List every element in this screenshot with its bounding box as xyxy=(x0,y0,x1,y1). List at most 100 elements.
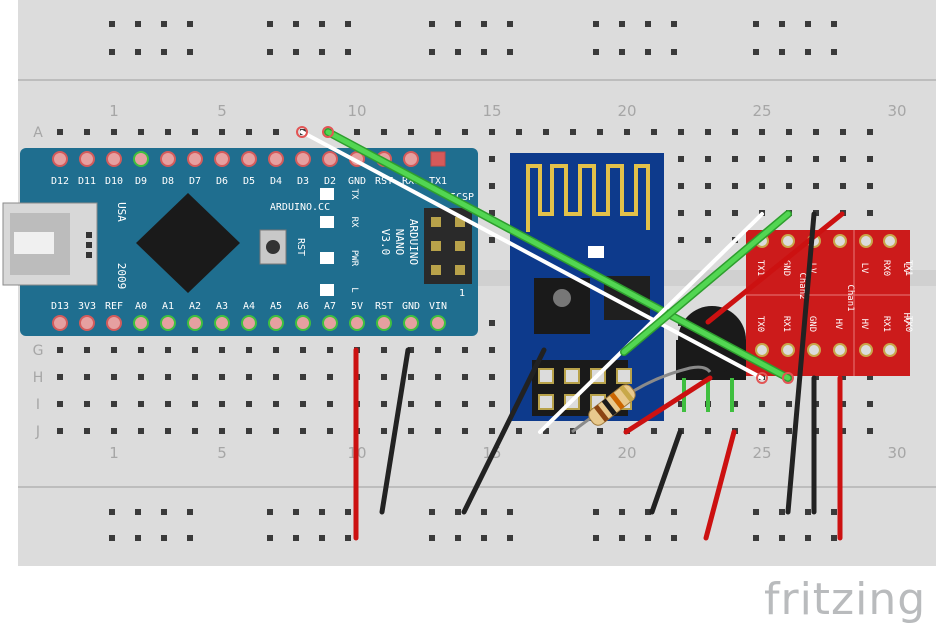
rail-hole[interactable] xyxy=(267,21,273,27)
rail-hole[interactable] xyxy=(293,49,299,55)
rail-hole[interactable] xyxy=(481,49,487,55)
rail-hole[interactable] xyxy=(135,509,141,515)
rail-hole[interactable] xyxy=(671,535,677,541)
breadboard-hole[interactable] xyxy=(678,183,684,189)
breadboard-hole[interactable] xyxy=(408,401,414,407)
breadboard-hole[interactable] xyxy=(867,183,873,189)
arduino-pin-bottom[interactable] xyxy=(349,315,365,331)
breadboard-hole[interactable] xyxy=(759,183,765,189)
breadboard-hole[interactable] xyxy=(651,428,657,434)
breadboard-hole[interactable] xyxy=(57,347,63,353)
esp-pin[interactable] xyxy=(538,394,554,410)
rail-hole[interactable] xyxy=(293,535,299,541)
rail-hole[interactable] xyxy=(619,21,625,27)
breadboard-hole[interactable] xyxy=(678,210,684,216)
rail-hole[interactable] xyxy=(319,21,325,27)
rail-hole[interactable] xyxy=(455,49,461,55)
rail-hole[interactable] xyxy=(345,21,351,27)
arduino-pin-top[interactable] xyxy=(79,151,95,167)
esp8266-module[interactable] xyxy=(510,153,664,421)
rail-hole[interactable] xyxy=(779,509,785,515)
breadboard-hole[interactable] xyxy=(192,347,198,353)
rail-hole[interactable] xyxy=(267,49,273,55)
rail-hole[interactable] xyxy=(109,49,115,55)
breadboard-hole[interactable] xyxy=(867,428,873,434)
rail-hole[interactable] xyxy=(161,535,167,541)
rail-hole[interactable] xyxy=(345,535,351,541)
rail-hole[interactable] xyxy=(779,21,785,27)
breadboard-hole[interactable] xyxy=(435,347,441,353)
breadboard-hole[interactable] xyxy=(165,401,171,407)
breadboard-hole[interactable] xyxy=(138,428,144,434)
breadboard-hole[interactable] xyxy=(219,129,225,135)
breadboard-hole[interactable] xyxy=(732,156,738,162)
breadboard-hole[interactable] xyxy=(165,428,171,434)
breadboard-hole[interactable] xyxy=(381,374,387,380)
breadboard-hole[interactable] xyxy=(57,428,63,434)
arduino-pin-top[interactable] xyxy=(403,151,419,167)
breadboard-hole[interactable] xyxy=(246,401,252,407)
shifter-pin[interactable] xyxy=(781,234,795,248)
arduino-pin-bottom[interactable] xyxy=(322,315,338,331)
arduino-pin-bottom[interactable] xyxy=(295,315,311,331)
rail-hole[interactable] xyxy=(345,509,351,515)
shifter-pin[interactable] xyxy=(833,234,847,248)
rail-hole[interactable] xyxy=(267,535,273,541)
rail-hole[interactable] xyxy=(429,535,435,541)
shifter-pin[interactable] xyxy=(807,343,821,357)
arduino-pin-top[interactable] xyxy=(160,151,176,167)
arduino-pin-bottom[interactable] xyxy=(376,315,392,331)
breadboard-hole[interactable] xyxy=(678,401,684,407)
breadboard-hole[interactable] xyxy=(219,347,225,353)
breadboard-hole[interactable] xyxy=(435,374,441,380)
rail-hole[interactable] xyxy=(507,49,513,55)
breadboard-hole[interactable] xyxy=(678,237,684,243)
rail-hole[interactable] xyxy=(805,49,811,55)
breadboard-hole[interactable] xyxy=(111,374,117,380)
rail-hole[interactable] xyxy=(293,21,299,27)
breadboard-hole[interactable] xyxy=(246,347,252,353)
breadboard-hole[interactable] xyxy=(192,428,198,434)
breadboard-hole[interactable] xyxy=(327,347,333,353)
rail-hole[interactable] xyxy=(593,49,599,55)
breadboard-hole[interactable] xyxy=(300,347,306,353)
breadboard-hole[interactable] xyxy=(759,401,765,407)
rail-hole[interactable] xyxy=(187,509,193,515)
breadboard-hole[interactable] xyxy=(786,129,792,135)
resistor[interactable] xyxy=(571,365,712,434)
esp-pin[interactable] xyxy=(564,368,580,384)
breadboard-hole[interactable] xyxy=(84,347,90,353)
arduino-pin-bottom[interactable] xyxy=(403,315,419,331)
arduino-pin-bottom[interactable] xyxy=(79,315,95,331)
rail-hole[interactable] xyxy=(619,509,625,515)
rail-hole[interactable] xyxy=(455,21,461,27)
shifter-pin[interactable] xyxy=(859,234,873,248)
breadboard-hole[interactable] xyxy=(705,156,711,162)
arduino-pin-bottom[interactable] xyxy=(187,315,203,331)
arduino-pin-bottom[interactable] xyxy=(430,315,446,331)
arduino-pin-top[interactable] xyxy=(295,151,311,167)
breadboard-hole[interactable] xyxy=(813,183,819,189)
breadboard-hole[interactable] xyxy=(489,129,495,135)
rail-hole[interactable] xyxy=(753,509,759,515)
breadboard-hole[interactable] xyxy=(489,210,495,216)
breadboard-hole[interactable] xyxy=(111,347,117,353)
rail-hole[interactable] xyxy=(593,509,599,515)
breadboard-hole[interactable] xyxy=(786,156,792,162)
breadboard-hole[interactable] xyxy=(705,183,711,189)
rail-hole[interactable] xyxy=(319,535,325,541)
arduino-pin-top[interactable] xyxy=(268,151,284,167)
rail-hole[interactable] xyxy=(593,535,599,541)
breadboard-hole[interactable] xyxy=(813,156,819,162)
breadboard-hole[interactable] xyxy=(111,428,117,434)
breadboard-hole[interactable] xyxy=(327,428,333,434)
breadboard-hole[interactable] xyxy=(273,347,279,353)
esp-pin[interactable] xyxy=(616,368,632,384)
rail-hole[interactable] xyxy=(805,535,811,541)
breadboard-hole[interactable] xyxy=(867,401,873,407)
breadboard-hole[interactable] xyxy=(462,401,468,407)
breadboard-hole[interactable] xyxy=(246,129,252,135)
breadboard-hole[interactable] xyxy=(489,156,495,162)
breadboard-hole[interactable] xyxy=(462,428,468,434)
rail-hole[interactable] xyxy=(507,21,513,27)
